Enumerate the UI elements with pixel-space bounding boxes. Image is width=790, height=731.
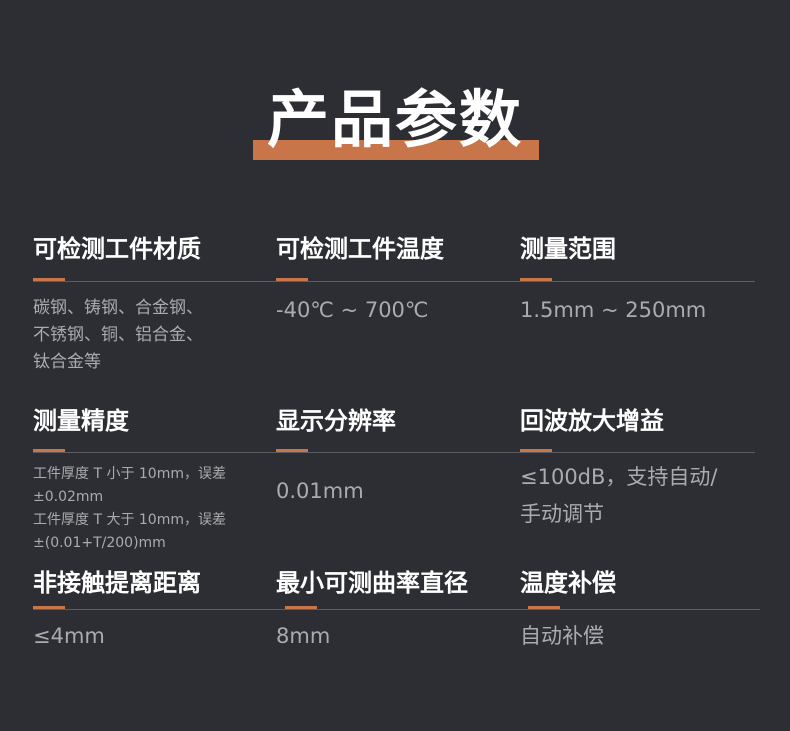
spec-accent-mark (33, 278, 65, 281)
spec-value-liftoff: ≤4mm (33, 623, 105, 649)
spec-label-curvature: 最小可测曲率直径 (276, 569, 468, 597)
spec-accent-mark (276, 449, 308, 452)
value-line: 不锈钢、铜、铝合金、 (33, 325, 203, 345)
row-divider (33, 281, 755, 282)
value-line: 钛合金等 (33, 352, 101, 372)
value-line: 碳钢、铸钢、合金钢、 (33, 298, 203, 318)
value-line: ≤100dB，支持自动/ (520, 465, 718, 489)
value-line: ±(0.01+T/200)mm (33, 535, 166, 551)
value-line: ±0.02mm (33, 489, 104, 505)
spec-accent-mark (33, 449, 65, 452)
value-line: 1.5mm ~ 250mm (520, 298, 707, 322)
row-divider (33, 452, 755, 453)
spec-value-accuracy: 工件厚度 T 小于 10mm，误差 ±0.02mm 工件厚度 T 大于 10mm… (33, 463, 226, 555)
value-line: 工件厚度 T 小于 10mm，误差 (33, 466, 226, 482)
spec-label-resolution: 显示分辨率 (276, 407, 396, 435)
spec-accent-mark (285, 606, 317, 609)
value-line: 自动补偿 (520, 624, 604, 648)
value-line: 0.01mm (276, 479, 364, 503)
spec-value-temperature: -40℃ ~ 700℃ (276, 297, 429, 323)
spec-value-compensation: 自动补偿 (520, 623, 604, 649)
page-title-block: 产品参数 (0, 80, 790, 170)
spec-value-curvature: 8mm (276, 623, 330, 649)
spec-accent-mark (520, 449, 552, 452)
spec-label-compensation: 温度补偿 (520, 569, 616, 597)
spec-value-resolution: 0.01mm (276, 478, 364, 504)
spec-label-accuracy: 测量精度 (33, 407, 129, 435)
spec-accent-mark (276, 278, 308, 281)
spec-label-temperature: 可检测工件温度 (276, 235, 444, 263)
spec-value-range: 1.5mm ~ 250mm (520, 297, 706, 323)
spec-accent-mark (520, 278, 552, 281)
spec-accent-mark (33, 606, 65, 609)
value-line: 8mm (276, 624, 331, 648)
spec-label-range: 测量范围 (520, 235, 616, 263)
value-line: ≤4mm (33, 624, 105, 648)
spec-value-material: 碳钢、铸钢、合金钢、 不锈钢、铜、铝合金、 钛合金等 (33, 295, 203, 376)
spec-label-gain: 回波放大增益 (520, 407, 664, 435)
value-line: 手动调节 (520, 502, 604, 526)
title-underline-bar (253, 140, 539, 160)
spec-value-gain: ≤100dB，支持自动/ 手动调节 (520, 459, 718, 533)
value-line: -40℃ ~ 700℃ (276, 298, 429, 322)
value-line: 工件厚度 T 大于 10mm，误差 (33, 512, 226, 528)
spec-label-liftoff: 非接触提离距离 (33, 569, 201, 597)
spec-accent-mark (528, 606, 560, 609)
row-divider (33, 609, 760, 610)
page-title: 产品参数 (266, 83, 523, 156)
spec-label-material: 可检测工件材质 (33, 235, 201, 263)
